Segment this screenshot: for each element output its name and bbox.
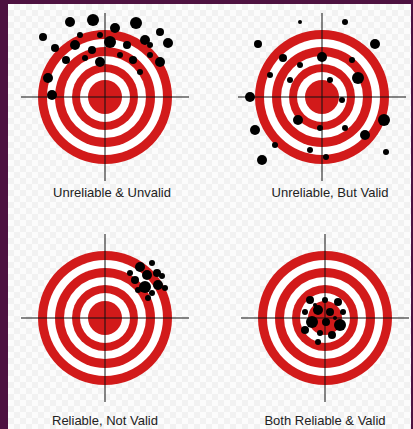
shot-hole [82, 55, 88, 61]
shot-hole [104, 36, 116, 48]
shot-hole [272, 142, 278, 148]
shot-hole [162, 285, 168, 291]
shot-hole [142, 270, 152, 280]
shot-hole [317, 330, 323, 336]
shot-hole [147, 42, 153, 48]
shot-hole [245, 92, 255, 102]
shot-hole [163, 38, 173, 48]
shot-hole [149, 260, 155, 266]
shot-hole [334, 298, 342, 306]
shot-hole [127, 270, 133, 276]
shot-hole [62, 56, 70, 64]
shot-hole [297, 62, 303, 68]
target [238, 13, 406, 181]
shot-hole [326, 308, 334, 316]
target-caption: Reliable, Not Valid [52, 413, 158, 429]
shot-hole [97, 32, 103, 38]
shot-hole [360, 130, 370, 140]
shot-holes [39, 14, 390, 345]
shot-hole [279, 54, 287, 62]
shot-hole [328, 331, 336, 339]
shot-hole [250, 125, 260, 135]
shot-hole [323, 154, 329, 160]
shot-hole [110, 23, 120, 33]
shot-hole [302, 309, 308, 315]
shot-hole [340, 309, 346, 315]
shot-hole [153, 280, 163, 290]
shot-hole [147, 52, 153, 58]
shot-hole [137, 69, 143, 75]
shot-hole [293, 115, 303, 125]
shot-hole [135, 262, 145, 272]
shot-hole [155, 57, 165, 67]
shot-hole [95, 57, 105, 67]
shot-hole [333, 316, 337, 320]
shot-hole [65, 17, 75, 27]
shot-hole [77, 32, 83, 38]
shot-hole [317, 52, 327, 62]
shot-hole [327, 77, 333, 83]
shot-hole [129, 56, 137, 64]
shot-hole [149, 290, 155, 296]
shot-hole [298, 20, 302, 24]
shot-hole [383, 149, 389, 155]
shot-hole [322, 297, 328, 303]
target [241, 234, 409, 402]
shot-hole [123, 41, 131, 49]
shot-hole [313, 303, 317, 307]
shot-hole [88, 46, 96, 54]
target-caption: Both Reliable & Valid [264, 413, 385, 429]
shot-hole [159, 273, 165, 279]
shot-hole [342, 19, 348, 25]
shot-hole [70, 40, 80, 50]
shot-hole [342, 125, 348, 131]
shot-hole [39, 33, 47, 41]
shot-hole [254, 40, 262, 48]
shot-hole [131, 276, 139, 284]
shot-hole [322, 318, 330, 326]
shot-hole [87, 14, 99, 26]
shot-hole [51, 44, 59, 52]
shot-hole [306, 316, 318, 328]
shot-hole [47, 90, 57, 100]
target [21, 234, 189, 402]
shot-hole [317, 125, 323, 131]
shot-hole [352, 72, 364, 84]
shot-hole [267, 72, 273, 78]
shot-hole [130, 17, 142, 29]
target-caption: Unreliable & Unvalid [53, 185, 171, 201]
shot-hole [349, 57, 355, 63]
shot-hole [301, 326, 309, 334]
target [21, 13, 189, 181]
shot-hole [370, 39, 380, 49]
shot-hole [117, 52, 123, 58]
shot-hole [156, 28, 164, 36]
shot-hole [257, 155, 267, 165]
shot-hole [315, 339, 321, 345]
shot-hole [139, 281, 151, 293]
shot-hole [307, 147, 313, 153]
shot-hole [334, 319, 346, 331]
shot-hole [339, 97, 345, 103]
target-caption: Unreliable, But Valid [272, 185, 389, 201]
shot-hole [306, 296, 314, 304]
shot-hole [287, 77, 293, 83]
shot-hole [43, 73, 53, 83]
shot-hole [145, 295, 151, 301]
shot-hole [378, 114, 390, 126]
shot-hole [135, 287, 141, 293]
